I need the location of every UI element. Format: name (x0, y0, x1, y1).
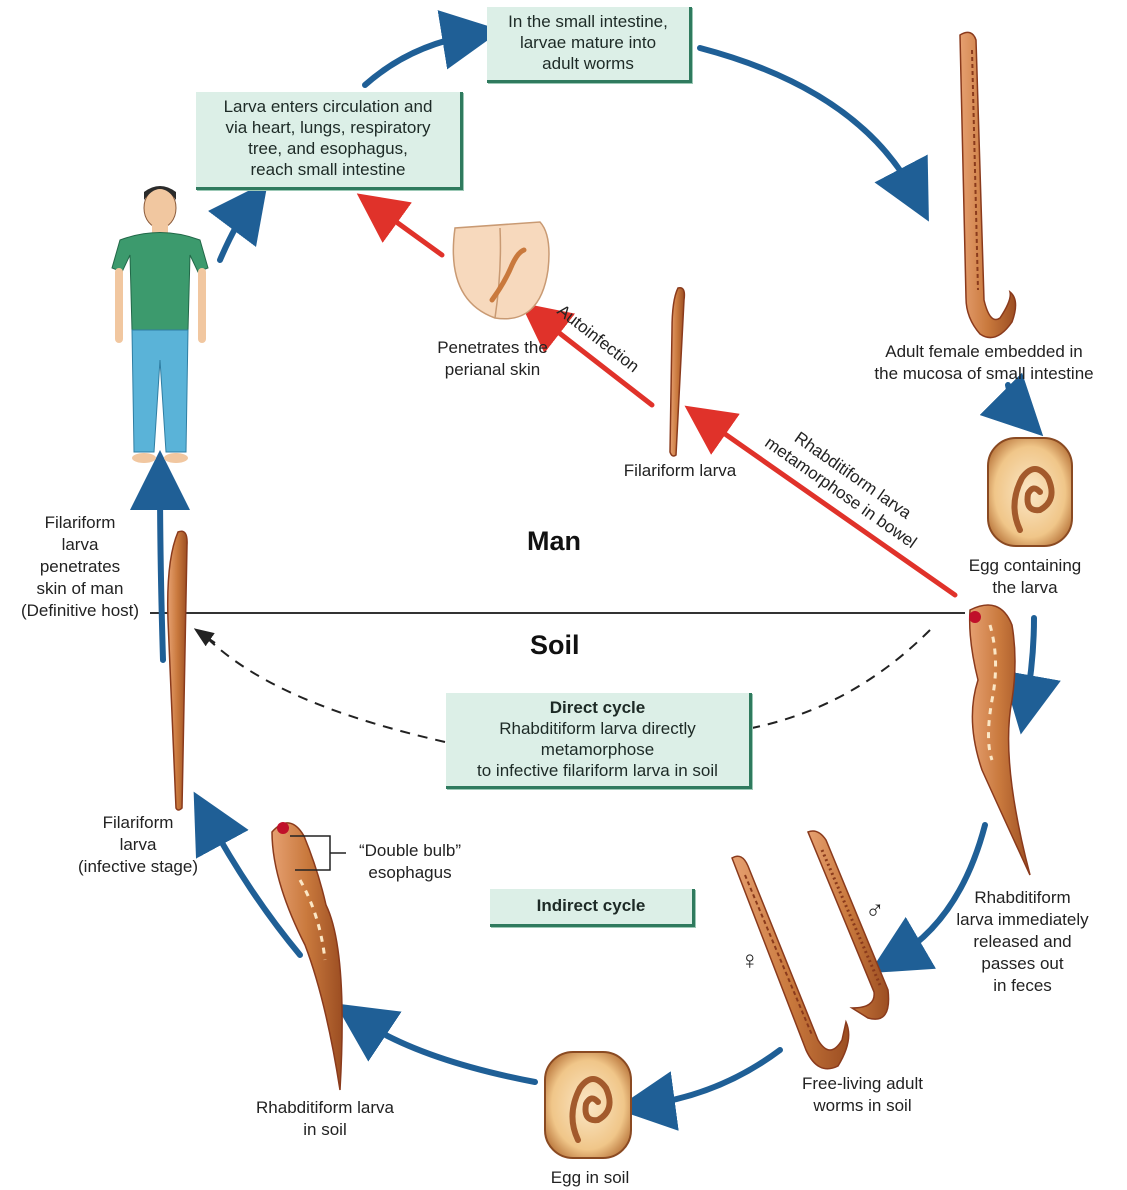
filariform-infective-label: Filariform larva (infective stage) (58, 812, 218, 878)
rhabditiform-released-line-4: passes out (940, 953, 1105, 975)
filariform-penetrates-line-4: skin of man (5, 578, 155, 600)
rhabditiform-released-label: Rhabditiform larva immediately released … (940, 887, 1105, 997)
filariform-infective-line-2: larva (58, 834, 218, 856)
circulation-box: Larva enters circulation and via heart, … (196, 92, 463, 190)
male-symbol: ♂ (865, 895, 885, 926)
direct-cycle-box: Direct cycle Rhabditiform larva directly… (446, 693, 752, 789)
filariform-penetrates-line-5: (Definitive host) (5, 600, 155, 622)
rhabditiform-released-line-3: released and (940, 931, 1105, 953)
egg-larva-line-1: Egg containing (955, 555, 1095, 577)
filariform-larva-label: Filariform larva (600, 460, 760, 482)
egg-soil-line-1: Egg in soil (520, 1167, 660, 1189)
arrow-perianal-to-circulation (377, 208, 442, 255)
rhabditiform-released-line-5: in feces (940, 975, 1105, 997)
egg-containing-larva (988, 438, 1072, 546)
direct-cycle-arrowhead (202, 634, 215, 643)
adult-female-line-1: Adult female embedded in (850, 341, 1118, 363)
double-bulb-line-2: esophagus (335, 862, 485, 884)
rhabditiform-released-line-2: larva immediately (940, 909, 1105, 931)
adult-female-line-2: the mucosa of small intestine (850, 363, 1118, 385)
small-intestine-box: In the small intestine, larvae mature in… (487, 7, 692, 83)
egg-soil-label: Egg in soil (520, 1167, 660, 1189)
rhabditiform-soil-line-1: Rhabditiform larva (235, 1097, 415, 1119)
small-intestine-line-1: In the small intestine, (495, 11, 681, 32)
arrow-to-adult-female (700, 48, 915, 195)
arrow-to-egg (1008, 385, 1022, 415)
filariform-penetrates-line-1: Filariform (5, 512, 155, 534)
egg-larva-line-2: the larva (955, 577, 1095, 599)
rhabditiform-released-line-1: Rhabditiform (940, 887, 1105, 909)
adult-female-label: Adult female embedded in the mucosa of s… (850, 341, 1118, 385)
arrow-egg-to-rhabditiform (1026, 618, 1034, 705)
rhabditiform-soil-line-2: in soil (235, 1119, 415, 1141)
double-bulb-label: “Double bulb” esophagus (335, 840, 485, 884)
filariform-penetrates-line-2: larva (5, 534, 155, 556)
filariform-penetrates-line-3: penetrates (5, 556, 155, 578)
double-bulb-line-1: “Double bulb” (335, 840, 485, 862)
perianal-line-2: perianal skin (415, 359, 570, 381)
egg-in-soil (545, 1052, 631, 1158)
perianal-line-1: Penetrates the (415, 337, 570, 359)
indirect-cycle-box: Indirect cycle (490, 889, 695, 927)
filariform-larva-bowel (670, 288, 684, 456)
direct-cycle-line-1: Rhabditiform larva directly (454, 718, 741, 739)
perianal-skin-image (453, 222, 549, 319)
filariform-infective-line-3: (infective stage) (58, 856, 218, 878)
egg-larva-label: Egg containing the larva (955, 555, 1095, 599)
circulation-line-1: Larva enters circulation and (204, 96, 452, 117)
region-soil: Soil (530, 630, 580, 661)
circulation-line-3: tree, and esophagus, (204, 138, 452, 159)
rhabditiform-larva-in-soil (272, 822, 342, 1090)
free-living-line-2: worms in soil (780, 1095, 945, 1117)
cycle-arrows (160, 35, 1034, 1105)
direct-cycle-line-3: to infective filariform larva in soil (454, 760, 741, 781)
indirect-cycle-label: Indirect cycle (498, 893, 684, 919)
perianal-label: Penetrates the perianal skin (415, 337, 570, 381)
man-figure (112, 186, 208, 463)
small-intestine-line-2: larvae mature into (495, 32, 681, 53)
small-intestine-line-3: adult worms (495, 53, 681, 74)
arrow-to-egg-in-soil (645, 1050, 780, 1105)
filariform-larva-infective (168, 531, 187, 810)
arrow-to-man (160, 480, 163, 660)
arrow-to-rhabditiform-soil (360, 1020, 535, 1082)
circulation-line-2: via heart, lungs, respiratory (204, 117, 452, 138)
direct-cycle-title: Direct cycle (454, 697, 741, 718)
arrow-man-to-circulation (220, 205, 250, 260)
adult-female-worm (960, 32, 1016, 337)
free-living-label: Free-living adult worms in soil (780, 1073, 945, 1117)
arrow-to-small-intestine (365, 35, 472, 85)
free-living-line-1: Free-living adult (780, 1073, 945, 1095)
direct-cycle-line-2: metamorphose (454, 739, 741, 760)
female-symbol: ♀ (740, 945, 760, 976)
filariform-penetrates-label: Filariform larva penetrates skin of man … (5, 512, 155, 622)
circulation-line-4: reach small intestine (204, 159, 452, 180)
filariform-larva-line-1: Filariform larva (600, 460, 760, 482)
rhabditiform-larva-released (969, 605, 1030, 875)
region-man: Man (527, 526, 581, 557)
rhabditiform-soil-label: Rhabditiform larva in soil (235, 1097, 415, 1141)
filariform-infective-line-1: Filariform (58, 812, 218, 834)
